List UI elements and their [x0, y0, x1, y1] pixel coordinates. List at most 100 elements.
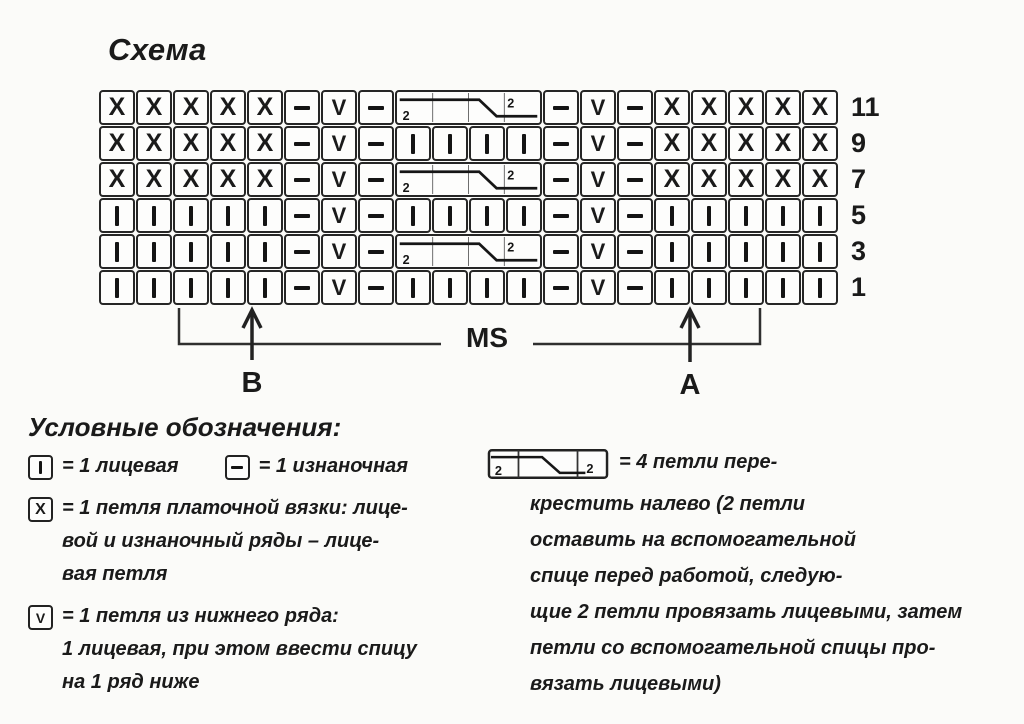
legend-text: = 1 петля платочной вязки: лице-: [62, 497, 408, 519]
legend-item-knit: = 1 лицевая: [28, 450, 179, 483]
chart-cell-knit-stitch: [691, 198, 727, 233]
chart-cell-garter-stitch: X: [247, 162, 283, 197]
svg-text:2: 2: [403, 109, 410, 123]
bracket-right-line: [533, 308, 762, 346]
chart-cell-garter-stitch: X: [247, 126, 283, 161]
chart-cell-knit-stitch: [802, 198, 838, 233]
chart-cell-purl-stitch: [284, 126, 320, 161]
legend-text-line: оставить на вспомогательной: [530, 529, 856, 551]
chart-cell-stitch-below: V: [580, 126, 616, 161]
chart-cell-purl-stitch: [543, 90, 579, 125]
stitch-below-icon: V: [28, 605, 53, 630]
chart-cell-knit-stitch: [247, 234, 283, 269]
chart-cell-garter-stitch: X: [802, 90, 838, 125]
legend-text: = 1 лицевая: [62, 455, 179, 477]
legend-item-stitch-below: V = 1 петля из нижнего ряда: 1 лицевая, …: [28, 600, 488, 699]
chart-cell-garter-stitch: X: [136, 162, 172, 197]
arrow-b-icon: [241, 306, 263, 360]
chart-cell-knit-stitch: [99, 270, 135, 305]
chart-cell-purl-stitch: [617, 234, 653, 269]
legend-text-line: вой и изнаночный ряды – лице-: [62, 530, 380, 552]
chart-cell-purl-stitch: [284, 270, 320, 305]
chart-cell-garter-stitch: X: [136, 90, 172, 125]
chart-cell-garter-stitch: X: [654, 90, 690, 125]
legend-heading: Условные обозначения:: [28, 412, 342, 442]
chart-cell-garter-stitch: X: [802, 126, 838, 161]
legend-left-column: = 1 лицевая = 1 изнаночная X = 1 петля п…: [28, 450, 488, 699]
chart-cell-stitch-below: V: [321, 234, 357, 269]
chart-cell-knit-stitch: [691, 270, 727, 305]
svg-text:2: 2: [507, 241, 514, 255]
svg-text:2: 2: [403, 253, 410, 267]
chart-row-number: 1: [851, 271, 867, 302]
chart-cell-garter-stitch: X: [173, 162, 209, 197]
chart-cell-garter-stitch: X: [99, 90, 135, 125]
chart-cell-knit-stitch: [469, 270, 505, 305]
chart-cell-purl-stitch: [358, 90, 394, 125]
chart-cell-purl-stitch: [617, 198, 653, 233]
chart-cell-purl-stitch: [617, 90, 653, 125]
chart-cell-purl-stitch: [284, 198, 320, 233]
chart-cell-knit-stitch: [654, 198, 690, 233]
chart-cell-knit-stitch: [765, 270, 801, 305]
chart-cell-knit-stitch: [99, 234, 135, 269]
chart-cell-garter-stitch: X: [691, 90, 727, 125]
chart-cell-knit-stitch: [765, 234, 801, 269]
chart-cell-knit-stitch: [432, 126, 468, 161]
legend-row-knit-purl: = 1 лицевая = 1 изнаночная: [28, 450, 488, 483]
chart-cell-garter-stitch: X: [210, 90, 246, 125]
chart-cell-garter-stitch: X: [765, 90, 801, 125]
chart-cell-garter-stitch: X: [210, 162, 246, 197]
legend-text-line: крестить налево (2 петли: [530, 493, 806, 515]
chart-cell-purl-stitch: [617, 270, 653, 305]
chart-cell-purl-stitch: [543, 162, 579, 197]
chart-row-number: 9: [851, 128, 867, 159]
bracket-left-line: [177, 308, 441, 346]
garter-stitch-icon: X: [28, 497, 53, 522]
chart-cell-stitch-below: V: [580, 198, 616, 233]
chart-cell-knit-stitch: [691, 234, 727, 269]
chart-cell-stitch-below: V: [321, 270, 357, 305]
chart-cell-knit-stitch: [247, 270, 283, 305]
svg-text:2: 2: [507, 97, 514, 111]
chart-row-number: 11: [851, 92, 880, 123]
chart-cell-knit-stitch: [210, 234, 246, 269]
chart-cell-purl-stitch: [543, 126, 579, 161]
chart-cell-knit-stitch: [506, 198, 542, 233]
chart-cell-knit-stitch: [469, 126, 505, 161]
chart-cell-purl-stitch: [284, 90, 320, 125]
chart-cell-garter-stitch: X: [99, 162, 135, 197]
legend-text: = 4 петли пере-: [619, 451, 778, 473]
legend-text: = 1 изнаночная: [258, 455, 409, 477]
chart-cell-garter-stitch: X: [728, 162, 764, 197]
chart-cell-knit-stitch: [432, 198, 468, 233]
chart-cell-garter-stitch: X: [765, 126, 801, 161]
purl-stitch-icon: [224, 455, 250, 480]
chart-cell-garter-stitch: X: [728, 90, 764, 125]
chart-cell-knit-stitch: [765, 198, 801, 233]
legend-text-line: петли со вспомогательной спицы про-: [530, 637, 936, 659]
chart-cell-garter-stitch: X: [247, 90, 283, 125]
ms-bracket: MS B A: [177, 306, 762, 401]
arrow-a-icon: [679, 306, 701, 362]
chart-cell-purl-stitch: [617, 162, 653, 197]
chart-cell-stitch-below: V: [580, 90, 616, 125]
chart-cell-knit-stitch: [728, 198, 764, 233]
legend-item-purl: = 1 изнаночная: [224, 450, 409, 483]
chart-cell-purl-stitch: [543, 270, 579, 305]
chart-cell-knit-stitch: [395, 270, 431, 305]
chart-cell-knit-stitch: [136, 234, 172, 269]
knit-stitch-icon: [28, 455, 53, 480]
chart-cell-stitch-below: V: [321, 162, 357, 197]
chart-cell-knit-stitch: [432, 270, 468, 305]
chart-cell-garter-stitch: X: [765, 162, 801, 197]
chart-cell-knit-stitch: [728, 234, 764, 269]
chart-cell-knit-stitch: [395, 198, 431, 233]
svg-text:2: 2: [507, 169, 514, 183]
chart-cell-knit-stitch: [654, 270, 690, 305]
chart-cell-stitch-below: V: [321, 126, 357, 161]
